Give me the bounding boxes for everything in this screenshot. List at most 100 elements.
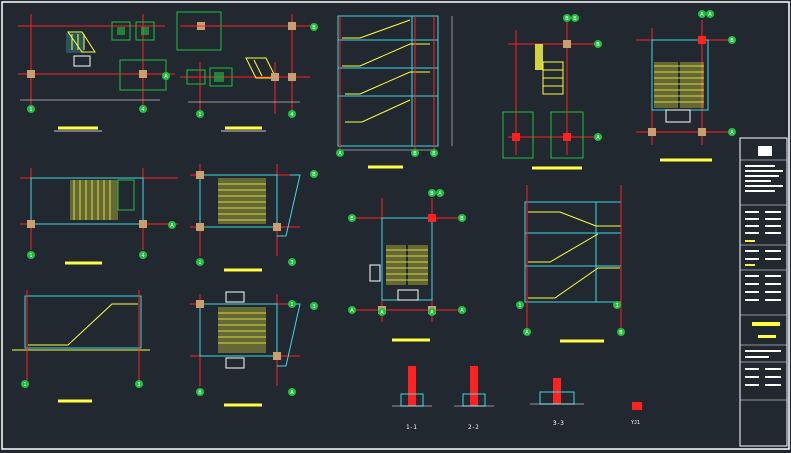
axis-tag-label: A [730, 130, 734, 136]
plan-7 [350, 198, 462, 342]
axis-tag-circle [135, 380, 143, 388]
section-a [337, 15, 453, 169]
axis-tag-circle [27, 251, 35, 259]
axis-tag-circle [617, 328, 625, 336]
axis-tag-circle [428, 189, 436, 197]
axis-tag-circle [458, 306, 466, 314]
axis-tag-circle [196, 258, 204, 266]
axis-tag-circle [162, 72, 170, 80]
plan-8 [190, 291, 301, 407]
axis-tag-label: B [350, 216, 354, 222]
axis-tag-circle [288, 300, 296, 308]
axis-tag-label: A [708, 12, 712, 18]
axis-tag-label: B [432, 151, 436, 157]
axis-tag-circle [728, 36, 736, 44]
axis-tag-label: 1 [518, 303, 521, 309]
axis-tag-circle [310, 302, 318, 310]
axis-tag-label: B [596, 42, 600, 48]
axis-tag-label: A [525, 330, 529, 336]
axis-tag-circle [310, 170, 318, 178]
axis-tag-label: A [338, 151, 342, 157]
axis-tag-circle [196, 110, 204, 118]
axis-tag-circle [21, 380, 29, 388]
axis-tag-circle [336, 149, 344, 157]
plan-6 [190, 164, 301, 272]
axis-tag-label: A [460, 308, 464, 314]
axis-tag-circle [706, 10, 714, 18]
axis-tag-label: 3 [615, 303, 618, 309]
axis-tag-circle [516, 301, 524, 309]
axis-tag-circle [196, 388, 204, 396]
section-b [524, 185, 622, 343]
axis-tag-label: 1 [198, 112, 201, 118]
axis-tag-label: A [430, 310, 434, 316]
logo-icon [758, 146, 772, 156]
axis-tag-label: A [380, 310, 384, 316]
plan-4 [636, 20, 732, 162]
axis-tag-circle [571, 14, 579, 22]
axis-tag-label: A [700, 12, 704, 18]
section-label-4: YJ1 [631, 420, 640, 426]
footing-details [392, 366, 642, 410]
axis-tag-circle [594, 40, 602, 48]
section-c [12, 290, 150, 403]
axis-tag-label: A [170, 223, 174, 229]
plan-2 [176, 11, 310, 132]
axis-tag-label: B [430, 191, 434, 197]
axis-tag-label: B [730, 38, 734, 44]
axis-tag-label: 4 [141, 107, 144, 113]
axis-tag-label: A [438, 191, 442, 197]
axis-tag-label: 3 [137, 382, 140, 388]
axis-tag-circle [613, 301, 621, 309]
axis-tag-label: B [565, 16, 569, 22]
axis-tag-label: 1 [198, 260, 201, 266]
axis-tag-circle [27, 105, 35, 113]
axis-tag-label: 1 [290, 302, 293, 308]
axis-tag-circle [168, 221, 176, 229]
axis-tag-circle [430, 149, 438, 157]
axis-tag-circle [139, 251, 147, 259]
plan-3 [502, 20, 600, 170]
axis-tag-label: 3 [290, 260, 293, 266]
axis-tag-label: B [413, 151, 417, 157]
axis-tag-circle [139, 105, 147, 113]
axis-tag-circle [523, 328, 531, 336]
axis-tag-label: B [312, 172, 316, 178]
axis-tag-circle [428, 308, 436, 316]
axis-tag-circle [728, 128, 736, 136]
axis-tag-circle [310, 23, 318, 31]
axis-tag-label: 4 [290, 112, 293, 118]
axis-tag-label: B [198, 390, 202, 396]
axis-tag-label: A [350, 308, 354, 314]
axis-tag-label: 1 [29, 253, 32, 259]
axis-tag-circle [378, 308, 386, 316]
axis-tag-label: 4 [141, 253, 144, 259]
axis-tag-circle [436, 189, 444, 197]
axis-tag-label: A [164, 74, 168, 80]
axis-tag-circle [288, 388, 296, 396]
axis-tag-label: B [460, 216, 464, 222]
axis-tag-label: B [573, 16, 577, 22]
plan-5 [20, 168, 178, 265]
axis-tag-label: B [312, 25, 316, 31]
section-label-2: 2-2 [468, 424, 479, 431]
axis-tag-label: A [596, 135, 600, 141]
axis-tag-circle [698, 10, 706, 18]
axis-tag-circle [563, 14, 571, 22]
axis-tag-label: 3 [312, 304, 315, 310]
axis-tag-circle [288, 110, 296, 118]
axis-tag-label: A [290, 390, 294, 396]
axis-tag-circle [411, 149, 419, 157]
section-label-1: 1-1 [406, 424, 417, 431]
axis-tag-circle [348, 306, 356, 314]
axis-tag-circle [594, 133, 602, 141]
axis-tag-label: B [619, 330, 623, 336]
axis-tag-circle [458, 214, 466, 222]
section-label-3: 3-3 [553, 420, 564, 427]
title-block [739, 137, 788, 447]
plan-1 [18, 14, 175, 132]
axis-tag-label: 1 [29, 107, 32, 113]
